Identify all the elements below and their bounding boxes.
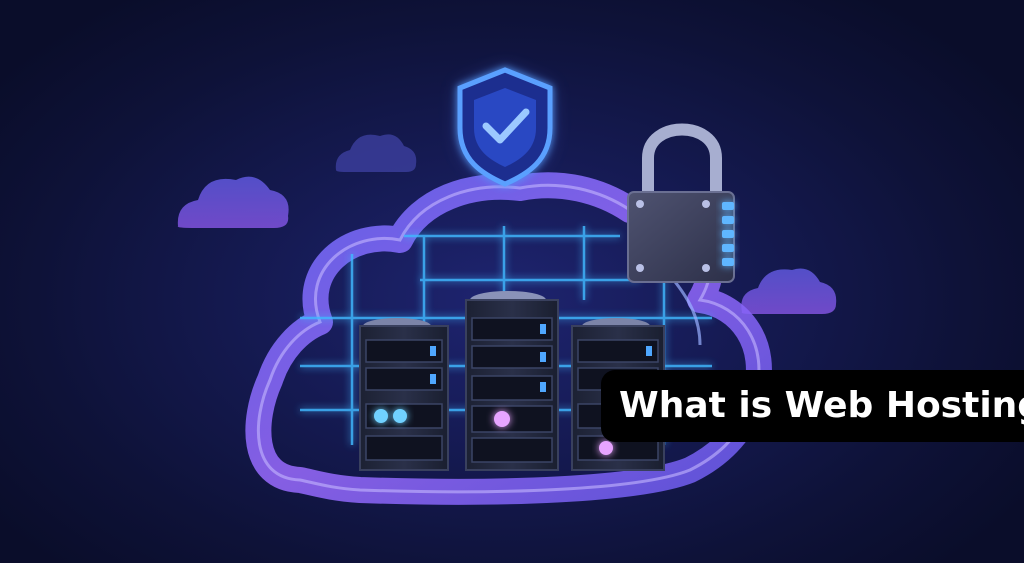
padlock-icon (627, 123, 735, 283)
cloud-icon (741, 268, 837, 314)
cloud-icon (177, 176, 289, 228)
cloud-icon (335, 134, 417, 172)
network-cable (670, 277, 702, 346)
shield-check-icon (457, 67, 553, 187)
title-label: What is Web Hosting (601, 370, 1024, 442)
server-rack-icon (359, 318, 449, 471)
server-rack-icon (465, 291, 559, 471)
